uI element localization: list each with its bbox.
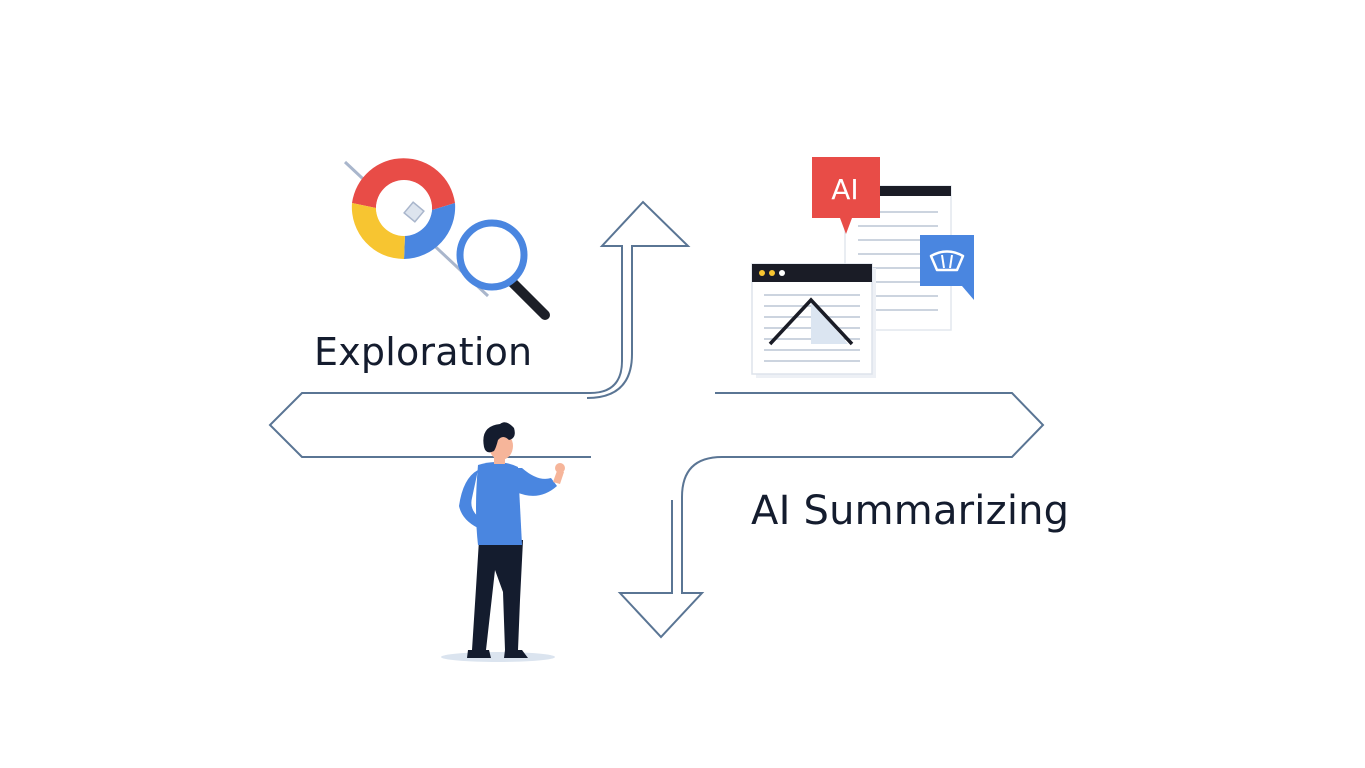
chat-badge-icon xyxy=(920,235,974,300)
ai-badge-icon: AI xyxy=(812,157,880,234)
up-left-arrow-outer xyxy=(268,200,691,458)
ai-badge-label: AI xyxy=(831,173,858,206)
exploration-label: Exploration xyxy=(314,330,533,374)
documents-icon: AI xyxy=(751,157,974,378)
crossroad-arrows xyxy=(268,200,1045,639)
exploration-icon xyxy=(343,158,550,320)
right-down-arrow-outer xyxy=(617,392,1045,639)
ai-summarizing-label: AI Summarizing xyxy=(751,488,1070,534)
browser-window-icon xyxy=(751,263,876,378)
person-illustration xyxy=(441,422,565,662)
